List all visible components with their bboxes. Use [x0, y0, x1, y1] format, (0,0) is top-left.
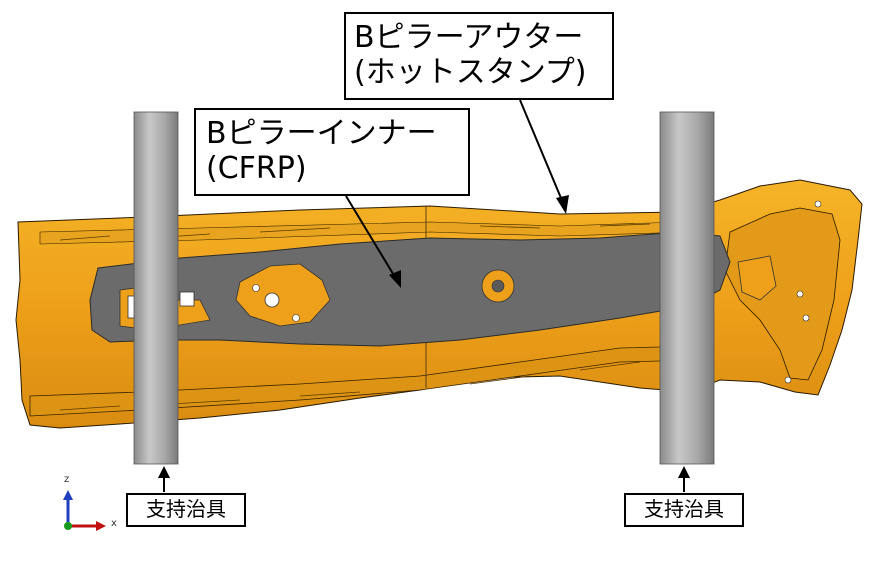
inner-part-label: Bピラーインナー [206, 116, 437, 151]
z-axis-label: z [64, 474, 70, 485]
outer-part-label: Bピラーアウター [354, 20, 584, 55]
axis-triad [63, 490, 106, 531]
outer-part-material: (ホットスタンプ) [354, 55, 587, 91]
inner-part-material: (CFRP) [206, 151, 307, 187]
outer-part-callout: Bピラーアウター (ホットスタンプ) [344, 12, 614, 100]
right-support-label: 支持治具 [624, 493, 744, 527]
inner-leader-arrow [345, 195, 401, 288]
outer-leader-arrow [519, 99, 569, 214]
right-support-cylinder [659, 111, 715, 465]
right-support-arrow [678, 466, 690, 492]
left-support-cylinder [133, 111, 179, 465]
left-support-arrow [158, 466, 170, 492]
left-support-label: 支持治具 [126, 493, 246, 527]
inner-part-callout: Bピラーインナー (CFRP) [194, 108, 470, 196]
b-pillar-inner-part [89, 231, 777, 347]
x-axis-label: x [111, 518, 117, 529]
